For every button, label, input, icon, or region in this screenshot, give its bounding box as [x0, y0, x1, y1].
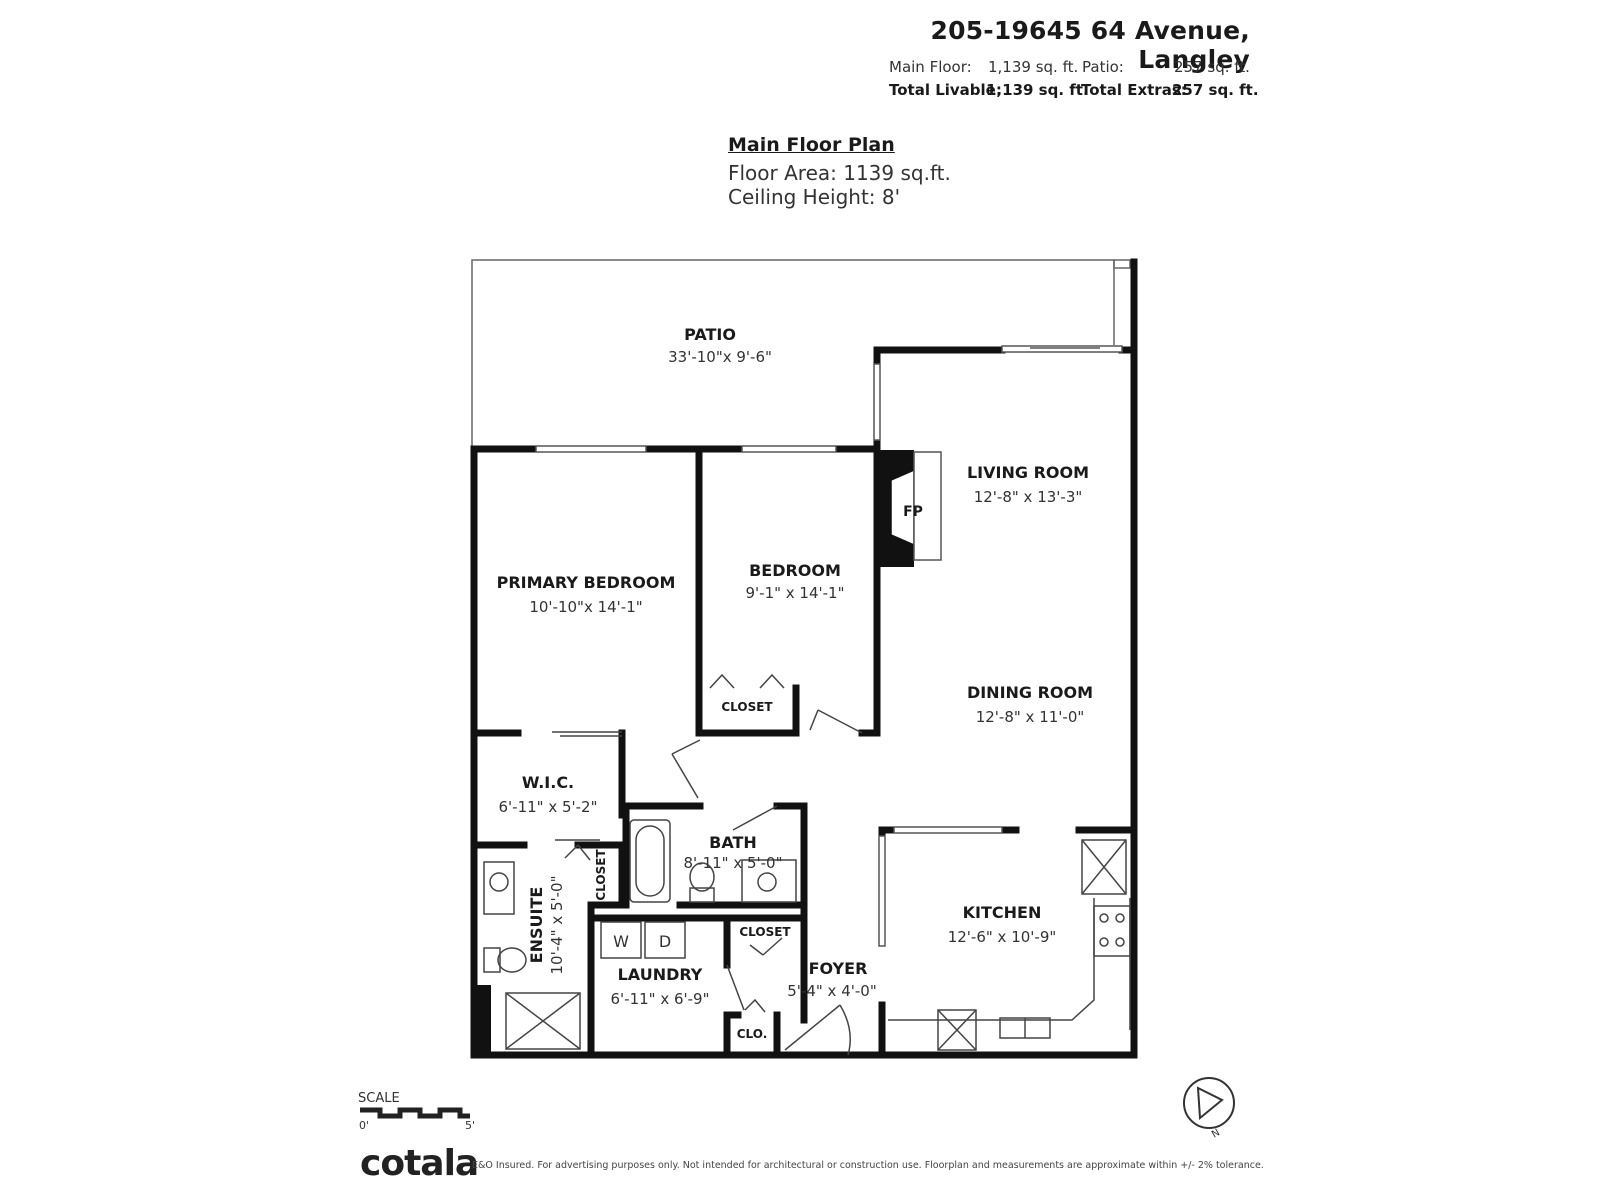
- scale-label: SCALE: [358, 1091, 400, 1106]
- primary-bedroom-dim: 10'-10"x 14'-1": [529, 598, 642, 616]
- foyer-dim: 5'-4" x 4'-0": [787, 982, 876, 1000]
- cotala-logo: cotala: [360, 1143, 479, 1184]
- plan-heading: Main Floor Plan: [728, 134, 895, 156]
- total-extras-value: 257 sq. ft.: [1172, 81, 1259, 99]
- patio-name: PATIO: [684, 325, 736, 344]
- patio-outline: [471, 259, 1131, 446]
- dining-room-dim: 12'-8" x 11'-0": [976, 708, 1085, 726]
- main-floor-label: Main Floor:: [889, 58, 972, 76]
- ensuite-closet-label: CLOSET: [594, 849, 608, 901]
- fireplace-label: FP: [903, 504, 923, 520]
- dryer-label: D: [659, 932, 671, 951]
- fireplace: [877, 450, 942, 567]
- patio-dim: 33'-10"x 9'-6": [668, 348, 772, 366]
- ceiling-height: Ceiling Height: 8': [728, 185, 901, 209]
- scale-end: 5': [465, 1119, 476, 1132]
- dining-room-name: DINING ROOM: [967, 683, 1093, 702]
- total-livable-value: 1,139 sq. ft.: [986, 81, 1089, 99]
- floor-area: Floor Area: 1139 sq.ft.: [728, 161, 951, 185]
- laundry-name: LAUNDRY: [618, 965, 703, 984]
- foyer-name: FOYER: [809, 959, 868, 978]
- ensuite-name: ENSUITE: [527, 887, 546, 964]
- main-floor-value: 1,139 sq. ft.: [988, 58, 1079, 76]
- fixtures: [483, 819, 1131, 1051]
- compass-north-label: N: [1210, 1127, 1222, 1140]
- kitchen-dim: 12'-6" x 10'-9": [948, 928, 1057, 946]
- total-livable-label: Total Livable:: [889, 81, 1002, 99]
- living-room-dim: 12'-8" x 13'-3": [974, 488, 1083, 506]
- scale-start: 0': [359, 1119, 370, 1132]
- patio-value: 257 sq. ft.: [1174, 58, 1250, 76]
- windows: [535, 345, 1123, 947]
- bath-name: BATH: [709, 833, 757, 852]
- foyer-closet-label: CLOSET: [739, 925, 791, 939]
- scale-bar: [360, 1107, 470, 1119]
- clo-label: CLO.: [737, 1027, 768, 1041]
- compass-icon: N: [1183, 1077, 1235, 1141]
- washer-label: W: [613, 932, 629, 951]
- primary-bedroom-name: PRIMARY BEDROOM: [497, 573, 676, 592]
- disclaimer-text: E&O Insured. For advertising purposes on…: [472, 1160, 1264, 1171]
- bath-dim: 8'-11" x 5'-0": [683, 854, 782, 872]
- doors: [552, 673, 863, 1056]
- wic-dim: 6'-11" x 5'-2": [498, 798, 597, 816]
- patio-label: Patio:: [1082, 58, 1124, 76]
- living-room-name: LIVING ROOM: [967, 463, 1089, 482]
- ensuite-dim: 10'-4" x 5'-0": [548, 875, 566, 974]
- total-extras-label: Total Extras:: [1081, 81, 1187, 99]
- laundry-dim: 6'-11" x 6'-9": [610, 990, 709, 1008]
- bedroom-name: BEDROOM: [749, 561, 841, 580]
- property-address: 205-19645 64 Avenue, Langley: [930, 16, 1250, 74]
- walls: [470, 258, 1138, 1059]
- wic-name: W.I.C.: [522, 773, 574, 792]
- bedroom-closet-label: CLOSET: [721, 700, 773, 714]
- kitchen-name: KITCHEN: [963, 903, 1042, 922]
- bedroom-dim: 9'-1" x 14'-1": [745, 584, 844, 602]
